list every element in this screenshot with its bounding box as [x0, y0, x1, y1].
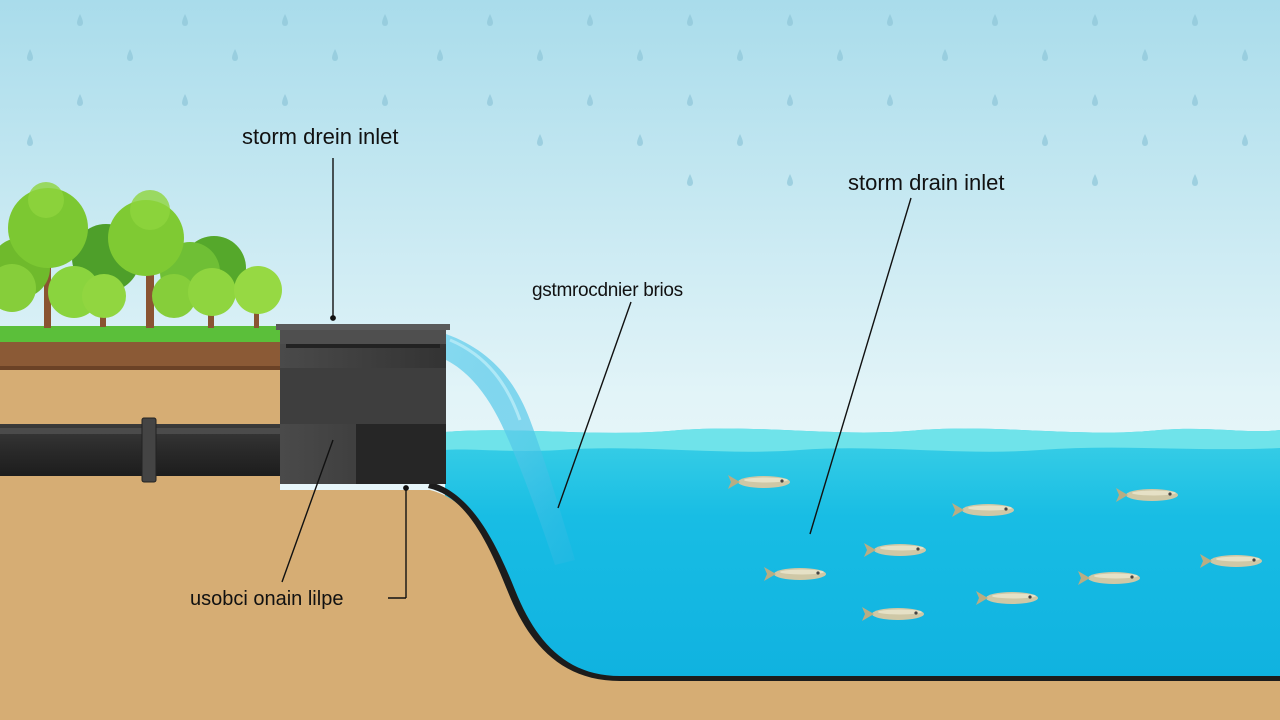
- ground: [0, 326, 1280, 720]
- storm-drain-inlet-label: storm drein inlet: [242, 124, 399, 149]
- topsoil-layer: [0, 340, 280, 368]
- lake-water: [445, 428, 1280, 680]
- outflow-stream: [446, 334, 575, 565]
- outflow-label: gstmrocdnier brios: [532, 280, 683, 301]
- drain-pipe-label: usobci onain lilpe: [190, 588, 344, 610]
- storm-drain-inlet-box: [276, 324, 450, 484]
- storm-drain-inlet-label-right: storm drain inlet: [848, 170, 1005, 195]
- tree-icon: [0, 182, 282, 328]
- pipe-coupling: [141, 417, 157, 483]
- grass-strip: [0, 326, 282, 342]
- leader-lines: [281, 158, 912, 599]
